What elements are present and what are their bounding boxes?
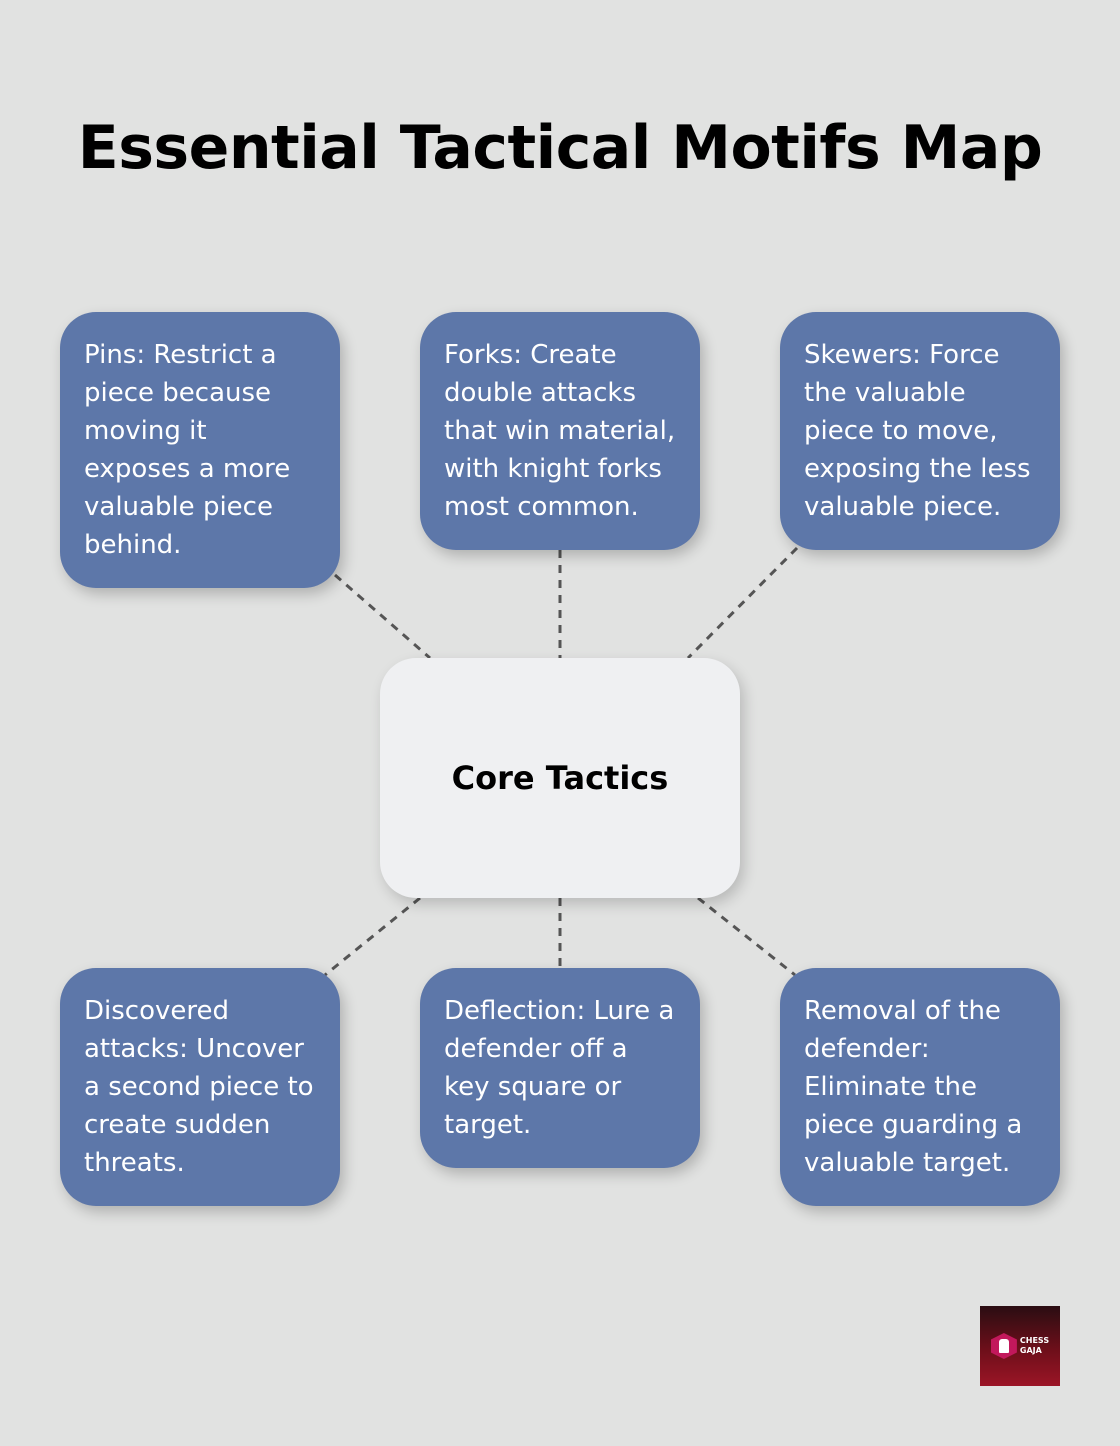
node-skewers: Skewers: Force the valuable piece to mov… — [780, 312, 1060, 550]
logo-wordmark: CHESS GAJA — [1019, 1336, 1050, 1355]
diagram-title: Essential Tactical Motifs Map — [77, 113, 1043, 183]
node-deflection: Deflection: Lure a defender off a key sq… — [420, 968, 700, 1168]
node-discovered-attacks: Discovered attacks: Uncover a second pie… — [60, 968, 340, 1206]
connector-discovered — [324, 896, 421, 977]
center-node-label: Core Tactics — [451, 759, 669, 797]
node-pins: Pins: Restrict a piece because moving it… — [60, 312, 340, 588]
node-forks: Forks: Create double attacks that win ma… — [420, 312, 700, 550]
connector-removal — [697, 896, 796, 977]
connector-pins — [334, 573, 431, 660]
node-removal-of-defender: Removal of the defender: Eliminate the p… — [780, 968, 1060, 1206]
center-node-core-tactics: Core Tactics — [380, 658, 740, 898]
chessgaja-logo: CHESS GAJA — [980, 1306, 1060, 1386]
connector-skewers — [686, 546, 799, 660]
chess-piece-icon — [990, 1333, 1017, 1359]
